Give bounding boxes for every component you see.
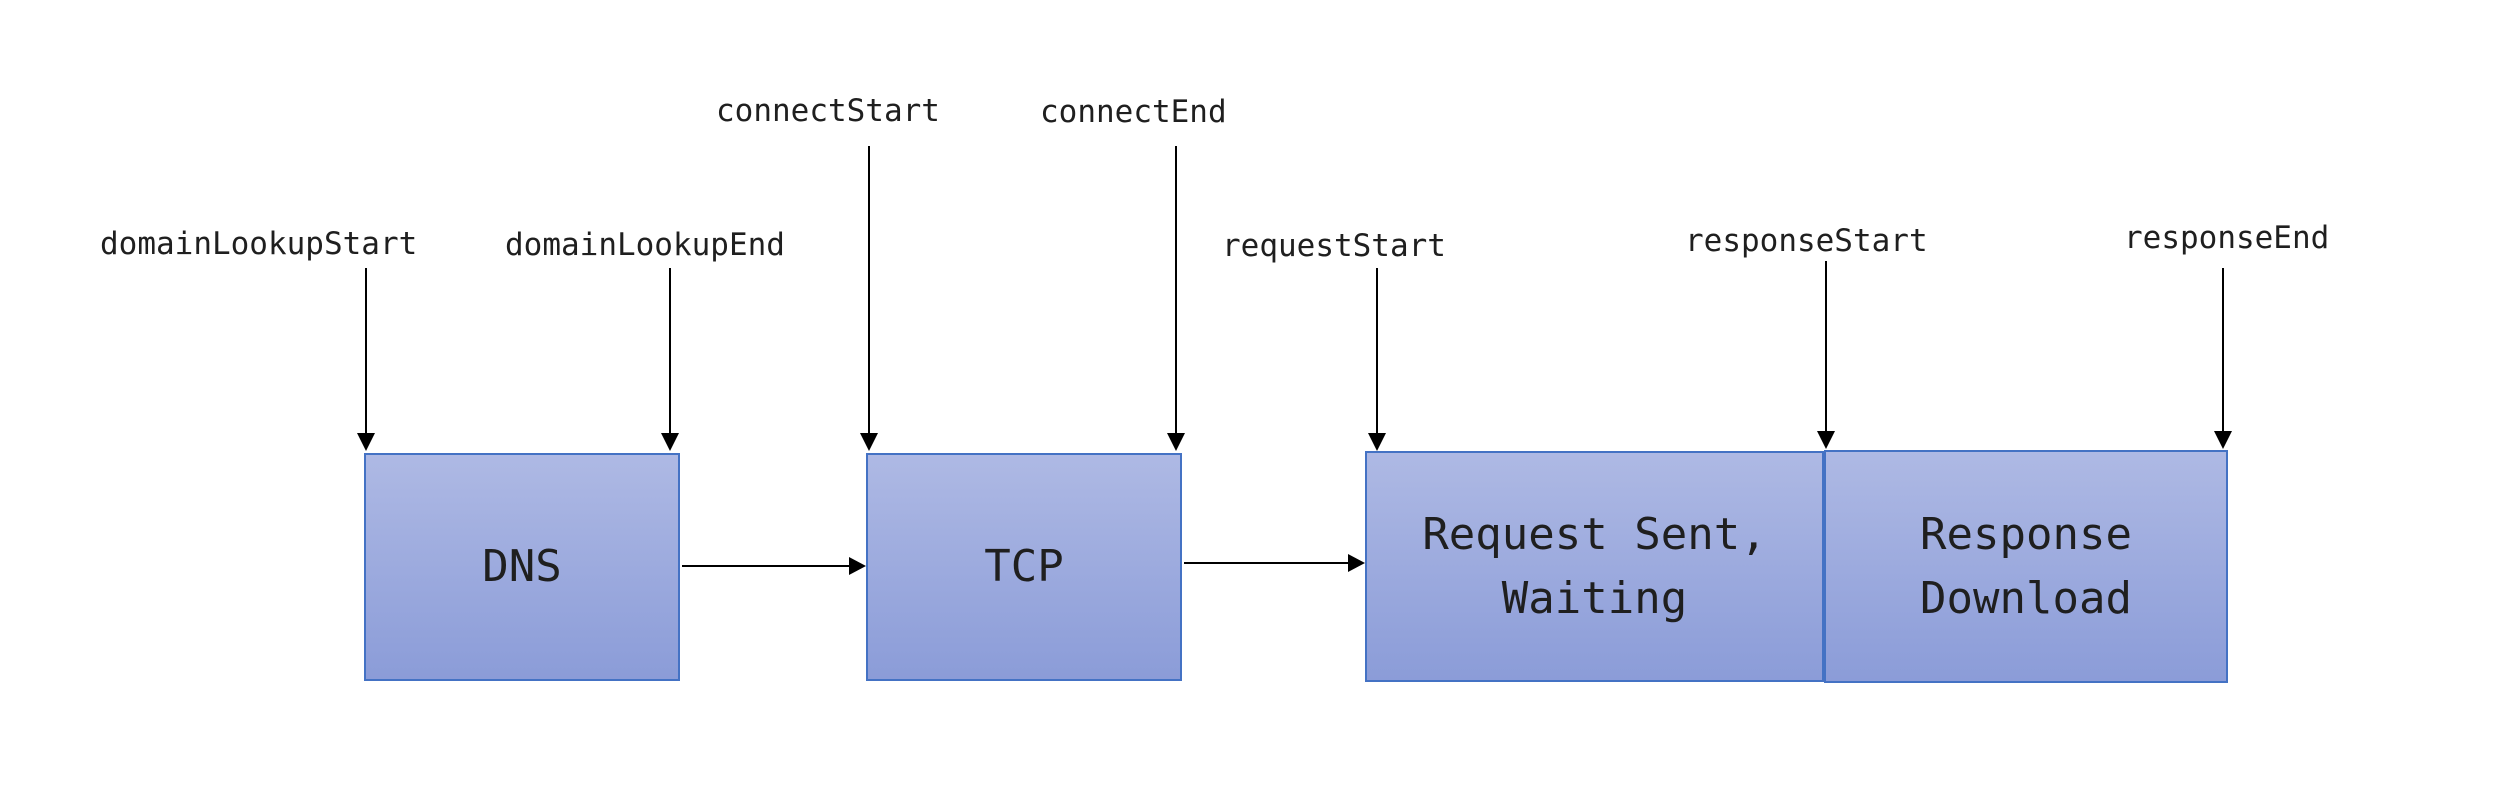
- down-arrow-response-end: [2214, 268, 2232, 449]
- arrowhead-right-icon: [1348, 554, 1365, 572]
- arrowhead-down-icon: [860, 433, 878, 451]
- arrowhead-down-icon: [357, 433, 375, 451]
- event-label-response-start: responseStart: [1685, 223, 1928, 259]
- event-label-connect-start: connectStart: [716, 93, 940, 129]
- arrow-shaft: [868, 146, 870, 435]
- request-sent-waiting-phase-box: Request Sent, Waiting: [1365, 451, 1824, 682]
- response-download-phase-box: Response Download: [1824, 450, 2228, 683]
- arrowhead-down-icon: [1817, 431, 1835, 449]
- event-label-domain-lookup-start: domainLookupStart: [100, 226, 418, 262]
- arrowhead-right-icon: [849, 557, 866, 575]
- arrowhead-down-icon: [2214, 431, 2232, 449]
- down-arrow-domain-lookup-end: [661, 268, 679, 451]
- arrow-tcp-to-request: [1184, 554, 1365, 572]
- arrow-shaft: [2222, 268, 2224, 433]
- dns-box-label: DNS: [482, 541, 562, 592]
- arrowhead-down-icon: [661, 433, 679, 451]
- arrow-shaft: [1825, 261, 1827, 433]
- response-download-box-label: Response Download: [1920, 508, 2132, 624]
- down-arrow-response-start: [1817, 261, 1835, 449]
- arrow-shaft: [669, 268, 671, 435]
- event-label-request-start: requestStart: [1222, 228, 1446, 264]
- event-label-response-end: responseEnd: [2124, 220, 2330, 256]
- event-label-connect-end: connectEnd: [1040, 94, 1227, 130]
- arrow-shaft: [1175, 146, 1177, 435]
- tcp-phase-box: TCP: [866, 453, 1182, 681]
- arrow-dns-to-tcp: [682, 557, 866, 575]
- arrow-shaft: [1184, 562, 1350, 564]
- down-arrow-domain-lookup-start: [357, 268, 375, 451]
- event-label-domain-lookup-end: domainLookupEnd: [505, 227, 785, 263]
- arrow-shaft: [1376, 268, 1378, 435]
- down-arrow-request-start: [1368, 268, 1386, 451]
- request-sent-waiting-box-label: Request Sent, Waiting: [1422, 508, 1767, 624]
- tcp-box-label: TCP: [984, 541, 1064, 592]
- arrow-shaft: [365, 268, 367, 435]
- arrow-shaft: [682, 565, 851, 567]
- arrowhead-down-icon: [1368, 433, 1386, 451]
- down-arrow-connect-end: [1167, 146, 1185, 451]
- arrowhead-down-icon: [1167, 433, 1185, 451]
- down-arrow-connect-start: [860, 146, 878, 451]
- dns-phase-box: DNS: [364, 453, 680, 681]
